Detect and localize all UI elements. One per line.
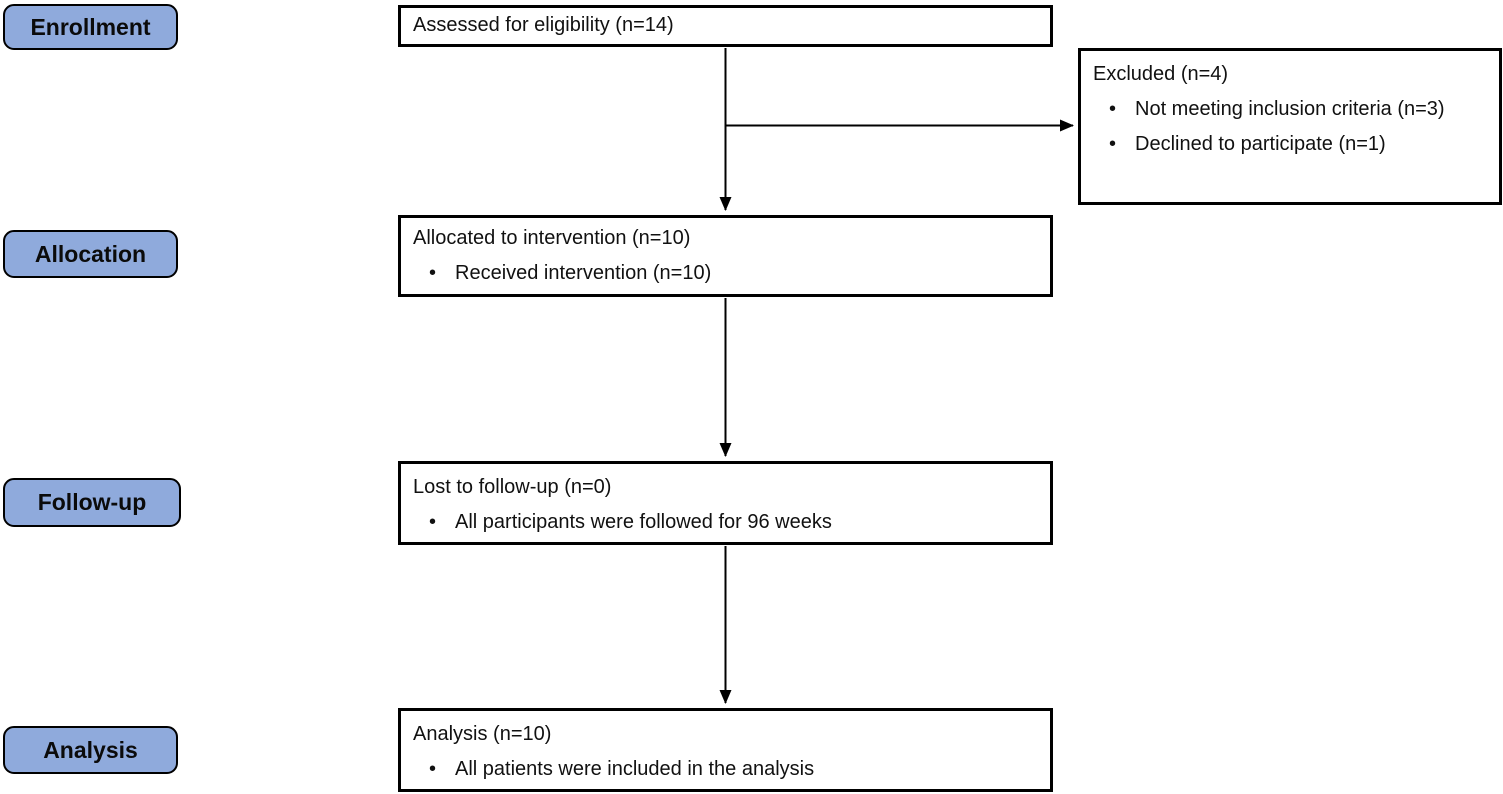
- followup-bullet-followed-96-weeks: All participants were followed for 96 we…: [413, 505, 1042, 540]
- box-lost-to-follow-up: Lost to follow-up (n=0) All participants…: [398, 461, 1053, 545]
- box-allocated-to-intervention: Allocated to intervention (n=10) Receive…: [398, 215, 1053, 297]
- box-assessed-for-eligibility: Assessed for eligibility (n=14): [398, 5, 1053, 47]
- allocated-bullet-received-intervention: Received intervention (n=10): [413, 256, 1042, 291]
- excluded-bullet-declined: Declined to participate (n=1): [1093, 127, 1445, 162]
- stage-label-analysis: Analysis: [3, 726, 178, 774]
- stage-label-allocation: Allocation: [3, 230, 178, 278]
- stage-label-follow-up: Follow-up: [3, 478, 181, 527]
- allocated-bullet-list: Received intervention (n=10): [413, 256, 1042, 291]
- excluded-bullet-list: Not meeting inclusion criteria (n=3) Dec…: [1093, 92, 1491, 162]
- analysis-title: Analysis (n=10): [413, 723, 552, 745]
- stage-label-enrollment: Enrollment: [3, 4, 178, 50]
- assessed-title: Assessed for eligibility (n=14): [413, 14, 674, 36]
- box-analysis: Analysis (n=10) All patients were includ…: [398, 708, 1053, 792]
- analysis-bullet-all-patients-included: All patients were included in the analys…: [413, 752, 1042, 787]
- excluded-title: Excluded (n=4): [1093, 63, 1229, 85]
- followup-title: Lost to follow-up (n=0): [413, 476, 612, 498]
- allocated-title: Allocated to intervention (n=10): [413, 227, 691, 249]
- excluded-bullet-not-meeting-criteria: Not meeting inclusion criteria (n=3): [1093, 92, 1445, 127]
- followup-bullet-list: All participants were followed for 96 we…: [413, 505, 1042, 540]
- box-excluded: Excluded (n=4) Not meeting inclusion cri…: [1078, 48, 1502, 205]
- analysis-bullet-list: All patients were included in the analys…: [413, 752, 1042, 787]
